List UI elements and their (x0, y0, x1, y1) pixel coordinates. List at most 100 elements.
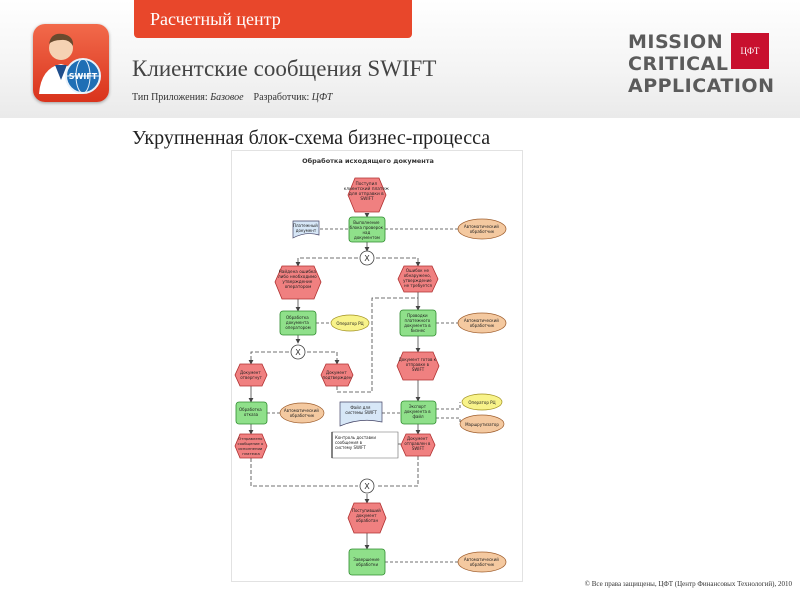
brand-logo: ЦФТ (731, 33, 769, 69)
xor-gateway-1: X (359, 250, 375, 266)
function-export-line-2: документа в (404, 409, 431, 414)
event-error-line-4: оператором (285, 284, 311, 289)
role-auto-4-line-1: Автоматический (464, 557, 499, 562)
event-processed-line-3: обработан (356, 518, 379, 523)
note-delivery-control: Контроль доставки сообщения в систему SW… (331, 431, 399, 459)
function-operator-line-2: документа (286, 320, 309, 325)
svg-text:Отправлено сообщение о: Отправлено сообщение о исполнении платеж… (237, 436, 264, 456)
svg-text:Документ отвергнут: Документ отвергнут (240, 370, 262, 380)
function-postings: Проводки платежного документа в бизнес (399, 309, 437, 337)
note-line-1: Контроль доставки (335, 435, 376, 440)
brand-line-3: APPLICATION (628, 75, 775, 97)
developer-value: ЦФТ (311, 92, 333, 103)
role-auto-3: Автоматический обработчик (279, 402, 325, 424)
event-confirmed-line-2: подтвержден (323, 375, 352, 380)
document-payment: Платежный документ (292, 220, 320, 239)
svg-text:Автоматический обработчи: Автоматический обработчик (464, 224, 500, 234)
event-no-errors: Ошибок не обнаружено, утверждение не тре… (397, 265, 439, 293)
event-start: Поступил клиентский платеж для отправки … (344, 177, 389, 213)
svg-text:Ошибок не обнаружено,: Ошибок не обнаружено, утверждение не тре… (403, 268, 433, 288)
event-error-line-1: Найдена ошибка (279, 269, 317, 274)
app-meta: Тип Приложения: Базовое Разработчик: ЦФТ (132, 92, 332, 103)
event-confirmed-line-1: Документ (326, 370, 347, 375)
xor-gateway-2-symbol: X (295, 348, 301, 357)
event-start-line-2: клиентский платеж (344, 185, 389, 192)
svg-text:Контроль доставки сообще: Контроль доставки сообщения в систему SW… (335, 435, 377, 450)
role-auto-4-line-2: обработчик (470, 562, 495, 567)
event-sent-line-3: SWIFT (412, 446, 425, 451)
role-auto-1: Автоматический обработчик (457, 218, 507, 240)
document-swift-file: Файл для системы SWIFT (339, 401, 383, 427)
function-postings-line-2: платежного (405, 318, 431, 323)
svg-text:Автоматический обработчи: Автоматический обработчик (284, 408, 320, 418)
svg-text:Документ готов к отправк: Документ готов к отправке в SWIFT (399, 357, 438, 372)
diagram-title: Обработка исходящего документа (302, 157, 434, 165)
function-operator-processing: Обработка документа оператором (279, 310, 317, 336)
event-no-errors-line-3: утверждение (403, 278, 432, 283)
svg-text:Экспорт документа в: Экспорт документа в файл (404, 404, 432, 419)
role-router-label: Маршрутизатор (465, 422, 499, 427)
event-ready-line-1: Документ готов к (399, 357, 437, 362)
role-operator-1-label: Оператор РЦ (336, 321, 363, 326)
role-auto-1-line-2: обработчик (470, 229, 495, 234)
svg-text:Документ подтвержден: Документ подтвержден (323, 370, 352, 380)
svg-text:Документ отправлен в: Документ отправлен в SWIFT (404, 436, 431, 451)
svg-text:Обработка документа: Обработка документа оператором (285, 315, 310, 330)
developer-label: Разработчик: (253, 92, 310, 103)
role-operator-2: Оператор РЦ (461, 393, 503, 411)
xor-gateway-3: X (359, 478, 375, 494)
event-ready: Документ готов к отправке в SWIFT (396, 351, 440, 381)
role-operator-2-label: Оператор РЦ (468, 400, 495, 405)
event-start-line-4: SWIFT (360, 196, 374, 202)
role-auto-1-line-1: Автоматический (464, 224, 499, 229)
event-sent-line-1: Документ (407, 436, 428, 441)
svg-text:Завершение обработки: Завершение обработки (353, 557, 380, 567)
role-operator-1: Оператор РЦ (330, 314, 370, 332)
user-swift-icon: SWIFT (39, 33, 101, 94)
section-title: Укрупненная блок-схема бизнес-процесса (132, 127, 491, 149)
role-auto-2-line-2: обработчик (470, 323, 495, 328)
event-error-line-2: либо необходимо (278, 274, 317, 279)
event-payment-notice: Отправлено сообщение о исполнении платеж… (234, 433, 268, 459)
event-no-errors-line-4: не требуется (404, 283, 433, 288)
document-payment-line-2: документ (296, 228, 317, 233)
app-title: Клиентские сообщения SWIFT (132, 56, 437, 81)
role-auto-3-line-2: обработчик (290, 413, 315, 418)
function-checks-line-4: документом (354, 235, 380, 240)
function-checks-line-2: блока проверок (350, 225, 384, 230)
xor-gateway-1-symbol: X (364, 254, 370, 263)
event-notice-line-2: сообщение о (237, 441, 263, 446)
role-auto-4: Автоматический обработчик (457, 551, 507, 573)
icon-swift-text: SWIFT (69, 72, 98, 81)
brand-wordmark: MISSION CRITICAL APPLICATION (628, 31, 775, 97)
event-rejected-line-1: Документ (240, 370, 261, 375)
app-type-value: Базовое (210, 92, 244, 103)
event-sent-line-2: отправлен в (404, 441, 431, 446)
app-type-label: Тип Приложения: (132, 92, 208, 103)
role-router: Маршрутизатор (459, 414, 505, 434)
xor-gateway-2: X (290, 344, 306, 360)
svg-text:Поступивший документ: Поступивший документ обработан (352, 508, 382, 523)
function-reject-line-1: Обработка (239, 407, 262, 412)
note-line-3: систему SWIFT (335, 445, 366, 450)
event-confirmed: Документ подтвержден (320, 363, 354, 387)
connectors (248, 213, 461, 563)
event-start-line-3: для отправки в (349, 192, 384, 197)
function-operator-line-3: оператором (285, 325, 310, 330)
function-finish-line-1: Завершение (353, 557, 380, 562)
note-line-2: сообщения в (335, 440, 363, 445)
event-rejected: Документ отвергнут (234, 363, 268, 387)
document-payment-line-1: Платежный (293, 223, 318, 228)
function-postings-line-1: Проводки (407, 313, 428, 318)
event-no-errors-line-2: обнаружено, (404, 273, 431, 278)
event-no-errors-line-1: Ошибок не (406, 268, 430, 273)
function-checks-line-1: Выполнение (353, 220, 380, 225)
document-swift-line-2: системы SWIFT (345, 410, 377, 415)
svg-text:Проводки платежного: Проводки платежного документа в бизнес (404, 313, 432, 333)
event-error: Найдена ошибка либо необходимо утвержден… (274, 265, 322, 300)
section-label: Расчетный центр (134, 0, 412, 38)
footer-copyright: © Все права защищены, ЦФТ (Центр Финансо… (584, 580, 792, 588)
svg-text:Выполнение блока проверо: Выполнение блока проверок над документом (350, 220, 385, 240)
event-processed-line-1: Поступивший (352, 508, 381, 513)
